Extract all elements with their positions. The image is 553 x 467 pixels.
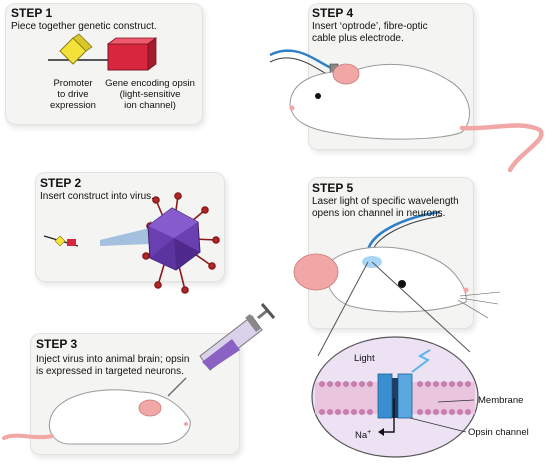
genetic-construct — [48, 33, 158, 71]
step4-heading: STEP 4 — [312, 6, 354, 20]
virus-icon — [142, 192, 220, 294]
step2-description: Insert construct into virus. — [40, 191, 154, 202]
promoter-label-line3: expression — [50, 100, 96, 111]
step5-description: Laser light of specific wavelength opens… — [312, 196, 459, 220]
ion-label: Na+ — [355, 427, 371, 441]
step1-panel — [5, 3, 203, 125]
step2-heading: STEP 2 — [40, 176, 82, 190]
step4-description-line1: Insert ‘optrode’, fibre-optic — [312, 21, 428, 32]
step1-description: Piece together genetic construct. — [11, 21, 157, 32]
syringe-icon — [167, 303, 276, 397]
insert-arrow — [100, 220, 164, 252]
mouse-step4 — [269, 49, 544, 173]
mouse-head-step5 — [293, 210, 501, 319]
step5-description-line2: opens ion channel in neurons. — [312, 208, 446, 219]
step3-heading: STEP 3 — [36, 337, 78, 351]
ion-symbol: Na — [355, 430, 368, 442]
step3-description: Inject virus into animal brain; opsin is… — [36, 354, 189, 378]
zoom-lines — [317, 261, 471, 357]
light-ray-icon — [411, 349, 431, 373]
membrane-inset — [311, 336, 479, 458]
gene-label-line1: Gene encoding opsin — [105, 78, 195, 89]
step3-description-line2: is expressed in targeted neurons. — [36, 366, 184, 377]
step3-description-line1: Inject virus into animal brain; opsin — [36, 354, 190, 365]
opsin-channel-label: Opsin channel — [468, 427, 529, 438]
gene-label-line3: ion channel) — [124, 100, 176, 111]
promoter-label-line2: to drive — [57, 89, 89, 100]
step1-heading: STEP 1 — [11, 6, 53, 20]
gene-block — [107, 43, 149, 71]
opsin-channel — [377, 373, 413, 419]
mouse-step3 — [2, 389, 191, 445]
step4-description: Insert ‘optrode’, fibre-optic cable plus… — [312, 21, 428, 45]
light-label: Light — [354, 353, 375, 364]
ion-charge: + — [367, 429, 372, 436]
step5-heading: STEP 5 — [312, 181, 354, 195]
membrane-label: Membrane — [478, 395, 524, 406]
step4-description-line2: cable plus electrode. — [312, 33, 404, 44]
promoter-label: Promoter to drive expression — [38, 78, 108, 111]
ion-flow-arrow — [384, 398, 395, 433]
gene-label: Gene encoding opsin (light-sensitive ion… — [98, 78, 202, 111]
step5-description-line1: Laser light of specific wavelength — [312, 196, 459, 207]
small-construct — [43, 235, 79, 247]
gene-label-line2: (light-sensitive — [119, 89, 181, 100]
promoter-label-line1: Promoter — [53, 78, 93, 89]
